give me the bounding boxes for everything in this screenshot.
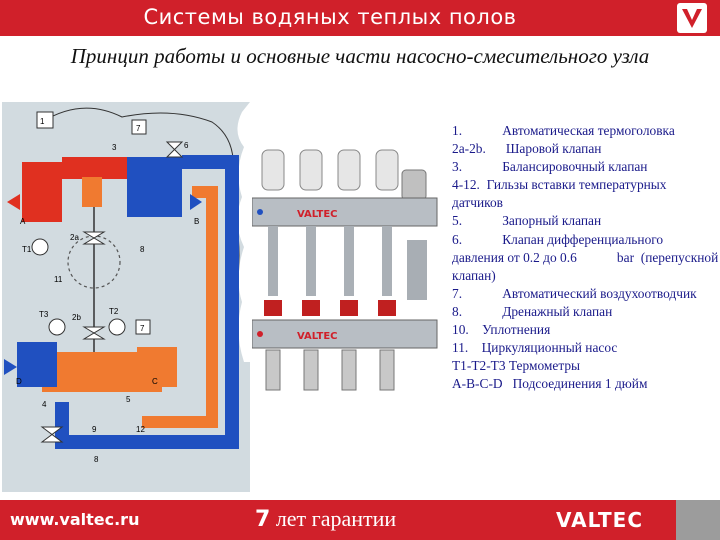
label-2b: 2b (72, 313, 81, 322)
legend-item: 3. Балансировочный клапан (452, 159, 648, 175)
label-3: 3 (112, 143, 117, 152)
page-title: Системы водяных теплых полов (143, 5, 517, 29)
thermometer-t1-icon (31, 238, 49, 256)
legend-item: 4-12. Гильзы вставки температурных датчи… (452, 177, 670, 211)
label-t1: T1 (22, 245, 32, 254)
hot-pipe (62, 157, 142, 179)
legend-item: 2a-2b. Шаровой клапан (452, 141, 602, 157)
cold-return-loop (55, 155, 239, 449)
stem-3 (344, 226, 354, 296)
legend-item: 1. Автоматическая термоголовка (452, 123, 675, 138)
legend-item: T1-T2-T3 Термометры (452, 358, 581, 374)
legend-list: 1. Автоматическая термоголовка 2a-2b. Ша… (452, 122, 720, 393)
stem-4 (382, 226, 392, 296)
legend-item: 8. Дренажный клапан (452, 303, 613, 319)
header-bar: Системы водяных теплых полов (0, 0, 720, 36)
slide-subtitle: Принцип работы и основные части насосно-… (70, 44, 650, 68)
connector-1 (265, 349, 281, 391)
inlet-arrow-b (190, 194, 202, 210)
valtec-v-icon (682, 9, 702, 28)
lower-manifold-bar (252, 319, 438, 349)
legend-item: A-B-C-D Подсоединения 1 дюйм (452, 376, 648, 392)
label-4: 4 (42, 400, 47, 409)
manifold-photo: VALTEC VALTEC (252, 149, 438, 391)
footer-gray-block (676, 500, 720, 540)
label-7a: 7 (136, 124, 141, 133)
lower-red-dot (257, 331, 263, 337)
label-a: A (20, 217, 26, 226)
mixing-unit-diagram: 1 3 7 6 A B T1 2a 8 11 2b T3 T2 7 D C 4 … (2, 102, 250, 492)
label-d: D (16, 377, 22, 386)
label-2a: 2a (70, 233, 79, 242)
label-8b: 8 (94, 455, 99, 464)
valve-5-icon (40, 426, 64, 443)
label-5: 5 (126, 395, 131, 404)
thermometer-t2-icon (108, 318, 126, 336)
upper-manifold-bar (252, 197, 438, 227)
footer-brand-logo: VALTEC (556, 508, 644, 532)
red-cap-1 (264, 300, 282, 316)
photo-brand-lower: VALTEC (297, 331, 338, 342)
label-c: C (152, 377, 158, 386)
valve-6-icon (165, 141, 184, 158)
cold-manifold-block (127, 157, 182, 217)
label-t3: T3 (39, 310, 49, 319)
air-vent-box-2 (135, 319, 151, 335)
label-12: 12 (136, 425, 145, 434)
legend-item: 10. Уплотнения (452, 322, 551, 338)
red-cap-3 (340, 300, 358, 316)
website-link[interactable]: www.valtec.ru (10, 510, 140, 529)
valve-2a-icon (82, 231, 106, 245)
label-8a: 8 (140, 245, 145, 254)
label-7b: 7 (140, 324, 145, 333)
cold-bottom-block (17, 342, 57, 387)
connector-2 (303, 349, 319, 391)
label-9: 9 (92, 425, 97, 434)
bracket (407, 240, 427, 300)
footer-bar: www.valtec.ru 7 лет гарантии VALTEC (0, 500, 720, 540)
valtec-logo[interactable] (677, 3, 707, 33)
warranty-years: 7 (255, 507, 271, 532)
mixing-chamber (82, 177, 102, 207)
label-t2: T2 (109, 307, 119, 316)
upper-blue-dot (257, 209, 263, 215)
connector-4 (379, 349, 395, 391)
thermometer-t3-icon (48, 318, 66, 336)
connector-3 (341, 349, 357, 391)
warranty-label: лет гарантии (270, 506, 397, 531)
valve-2b-icon (82, 326, 106, 340)
legend-item: 5. Запорный клапан (452, 213, 602, 229)
label-6: 6 (184, 141, 189, 150)
photo-brand-upper: VALTEC (297, 209, 338, 220)
thermohead-box (36, 111, 54, 129)
label-b: B (194, 217, 199, 226)
thermoheads-row (261, 149, 427, 201)
outlet-arrow-d (4, 359, 17, 375)
stem-2 (306, 226, 316, 296)
inlet-arrow-a (7, 194, 20, 210)
hot-manifold-block (22, 162, 62, 222)
outlet-arrow-c (162, 359, 175, 375)
warm-supply-loop (142, 186, 218, 428)
red-cap-2 (302, 300, 320, 316)
red-cap-4 (378, 300, 396, 316)
legend-item: 6. Клапан дифференциального давления от … (452, 231, 719, 283)
diagram-cut-edge (237, 102, 250, 362)
air-vent-box (131, 119, 147, 135)
stem-1 (268, 226, 278, 296)
legend-item: 7. Автоматический воздухоотводчик (452, 285, 697, 301)
legend-item: 11. Циркуляционный насос (452, 340, 618, 356)
warranty-text: 7 лет гарантии (255, 506, 396, 532)
label-1: 1 (40, 117, 45, 126)
label-11: 11 (54, 275, 63, 284)
